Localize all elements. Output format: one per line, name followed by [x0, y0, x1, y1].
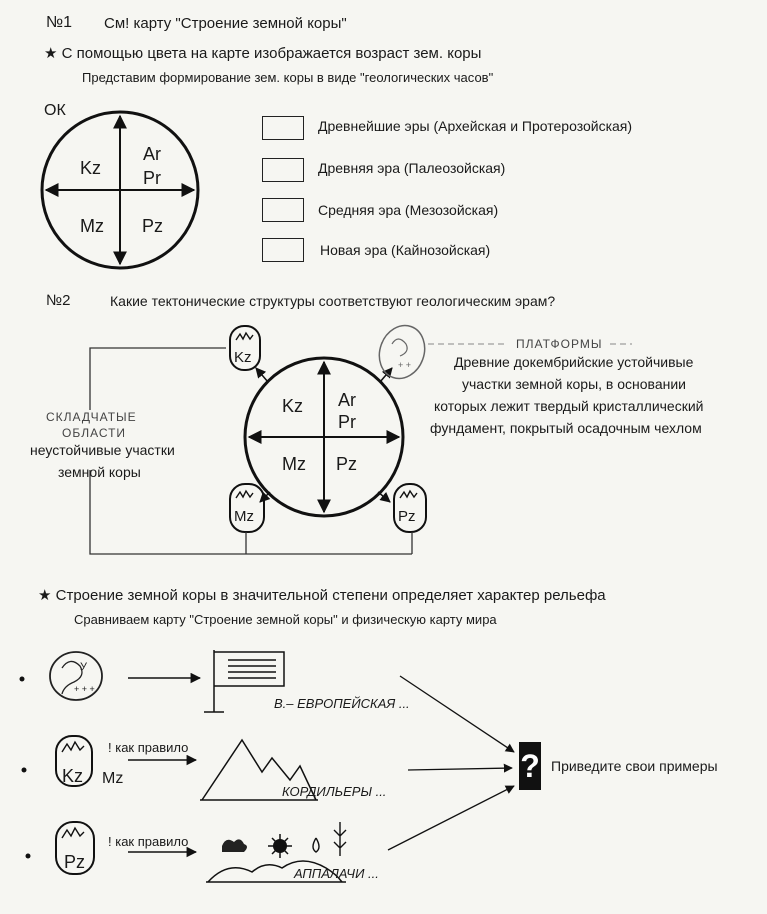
- section3-bullet: ★ Строение земной коры в значительной ст…: [38, 586, 606, 604]
- row2-note: ! как правило: [108, 740, 189, 755]
- platforms-desc-3: которых лежит твердый кристаллический: [434, 398, 704, 414]
- section2-question: Какие тектонические структуры соответств…: [110, 293, 556, 309]
- folded-bracket: [89, 347, 413, 555]
- platform-icon: + +: [378, 324, 426, 380]
- clock1-ar: Ar: [143, 144, 161, 164]
- legend-label-3: Средняя эра (Мезозойская): [318, 202, 499, 218]
- section2-number: №2: [46, 292, 71, 309]
- clock2-kz: Kz: [282, 396, 304, 416]
- question-mark-box: ?: [519, 742, 541, 790]
- legend-box-4: [262, 238, 304, 262]
- star-icon: ★: [44, 45, 58, 62]
- flag-plain-icon: [204, 650, 285, 713]
- legend-box-1: [262, 116, 304, 140]
- legend-box-2: [262, 158, 304, 182]
- clock2-ar: Ar: [338, 390, 356, 410]
- mountains-icon: [200, 738, 318, 801]
- badge-mz-bottom: [229, 483, 265, 533]
- folded-desc-1: неустойчивые участки: [30, 442, 175, 458]
- examples-text: Приведите свои примеры: [551, 758, 718, 774]
- clock-2: [243, 356, 405, 518]
- weathering-icons: [222, 822, 347, 858]
- row3-caption: АППАЛАЧИ ...: [294, 866, 379, 881]
- clock1-mz: Mz: [80, 216, 104, 236]
- section1-sub: Представим формирование зем. коры в виде…: [82, 70, 494, 85]
- row3-note: ! как правило: [108, 834, 189, 849]
- ok-label: ОК: [44, 102, 66, 119]
- row2-badge1: Kz: [62, 766, 84, 786]
- clock1-pz: Pz: [142, 216, 164, 236]
- clock2-mz: Mz: [282, 454, 306, 474]
- row1-caption: В.– ЕВРОПЕЙСКАЯ ...: [274, 696, 410, 711]
- clock2-pr: Pr: [338, 412, 356, 432]
- clock2-pz: Pz: [336, 454, 358, 474]
- legend-box-3: [262, 198, 304, 222]
- svg-text:+ + +: + + +: [74, 684, 95, 694]
- legend-label-2: Древняя эра (Палеозойская): [318, 160, 506, 176]
- badge-pz-bottom: [393, 483, 427, 533]
- platforms-desc-1: Древние докембрийские устойчивые: [454, 354, 694, 370]
- folded-title-2: ОБЛАСТИ: [62, 426, 127, 440]
- section1-number: №1: [46, 14, 73, 31]
- platforms-title: ПЛАТФОРМЫ: [516, 337, 603, 351]
- folded-title-1: СКЛАДЧАТЫЕ: [46, 410, 137, 424]
- svg-text:+ +: + +: [398, 360, 411, 370]
- row3-badge: Pz: [64, 852, 86, 872]
- section1-bullet-text: С помощью цвета на карте изображается во…: [61, 45, 482, 62]
- platforms-desc-4: фундамент, покрытый осадочным чехлом: [430, 420, 702, 436]
- section3-bullet-text: Строение земной коры в значительной степ…: [55, 587, 606, 604]
- section3-sub: Сравниваем карту "Строение земной коры" …: [74, 612, 497, 627]
- clock1-kz: Kz: [80, 158, 102, 178]
- folded-desc-2: земной коры: [58, 464, 141, 480]
- platforms-desc-2: участки земной коры, в основании: [462, 376, 686, 392]
- legend-label-4: Новая эра (Кайнозойская): [320, 242, 491, 258]
- svg-text:У: У: [80, 661, 88, 673]
- row2-mountain-badge: [55, 735, 93, 787]
- badge-mz-label: Mz: [234, 508, 254, 525]
- clock-1: [40, 110, 200, 270]
- badge-pz-label: Pz: [398, 508, 416, 525]
- row1-platform-icon: + + + У: [49, 651, 103, 701]
- hills-icon: [206, 860, 346, 883]
- clock1-pr: Pr: [143, 168, 161, 188]
- row2-caption: КОРДИЛЬЕРЫ ...: [282, 784, 387, 799]
- section1-bullet: ★ С помощью цвета на карте изображается …: [44, 44, 481, 62]
- badge-kz-top: [229, 325, 261, 371]
- badge-kz-label: Kz: [234, 349, 252, 366]
- star-icon: ★: [38, 587, 52, 604]
- legend-label-1: Древнейшие эры (Архейская и Протерозойск…: [318, 118, 633, 134]
- row2-badge2: Mz: [102, 770, 124, 787]
- row3-mountain-badge: [55, 821, 95, 875]
- section1-heading: См! карту "Строение земной коры": [104, 15, 347, 32]
